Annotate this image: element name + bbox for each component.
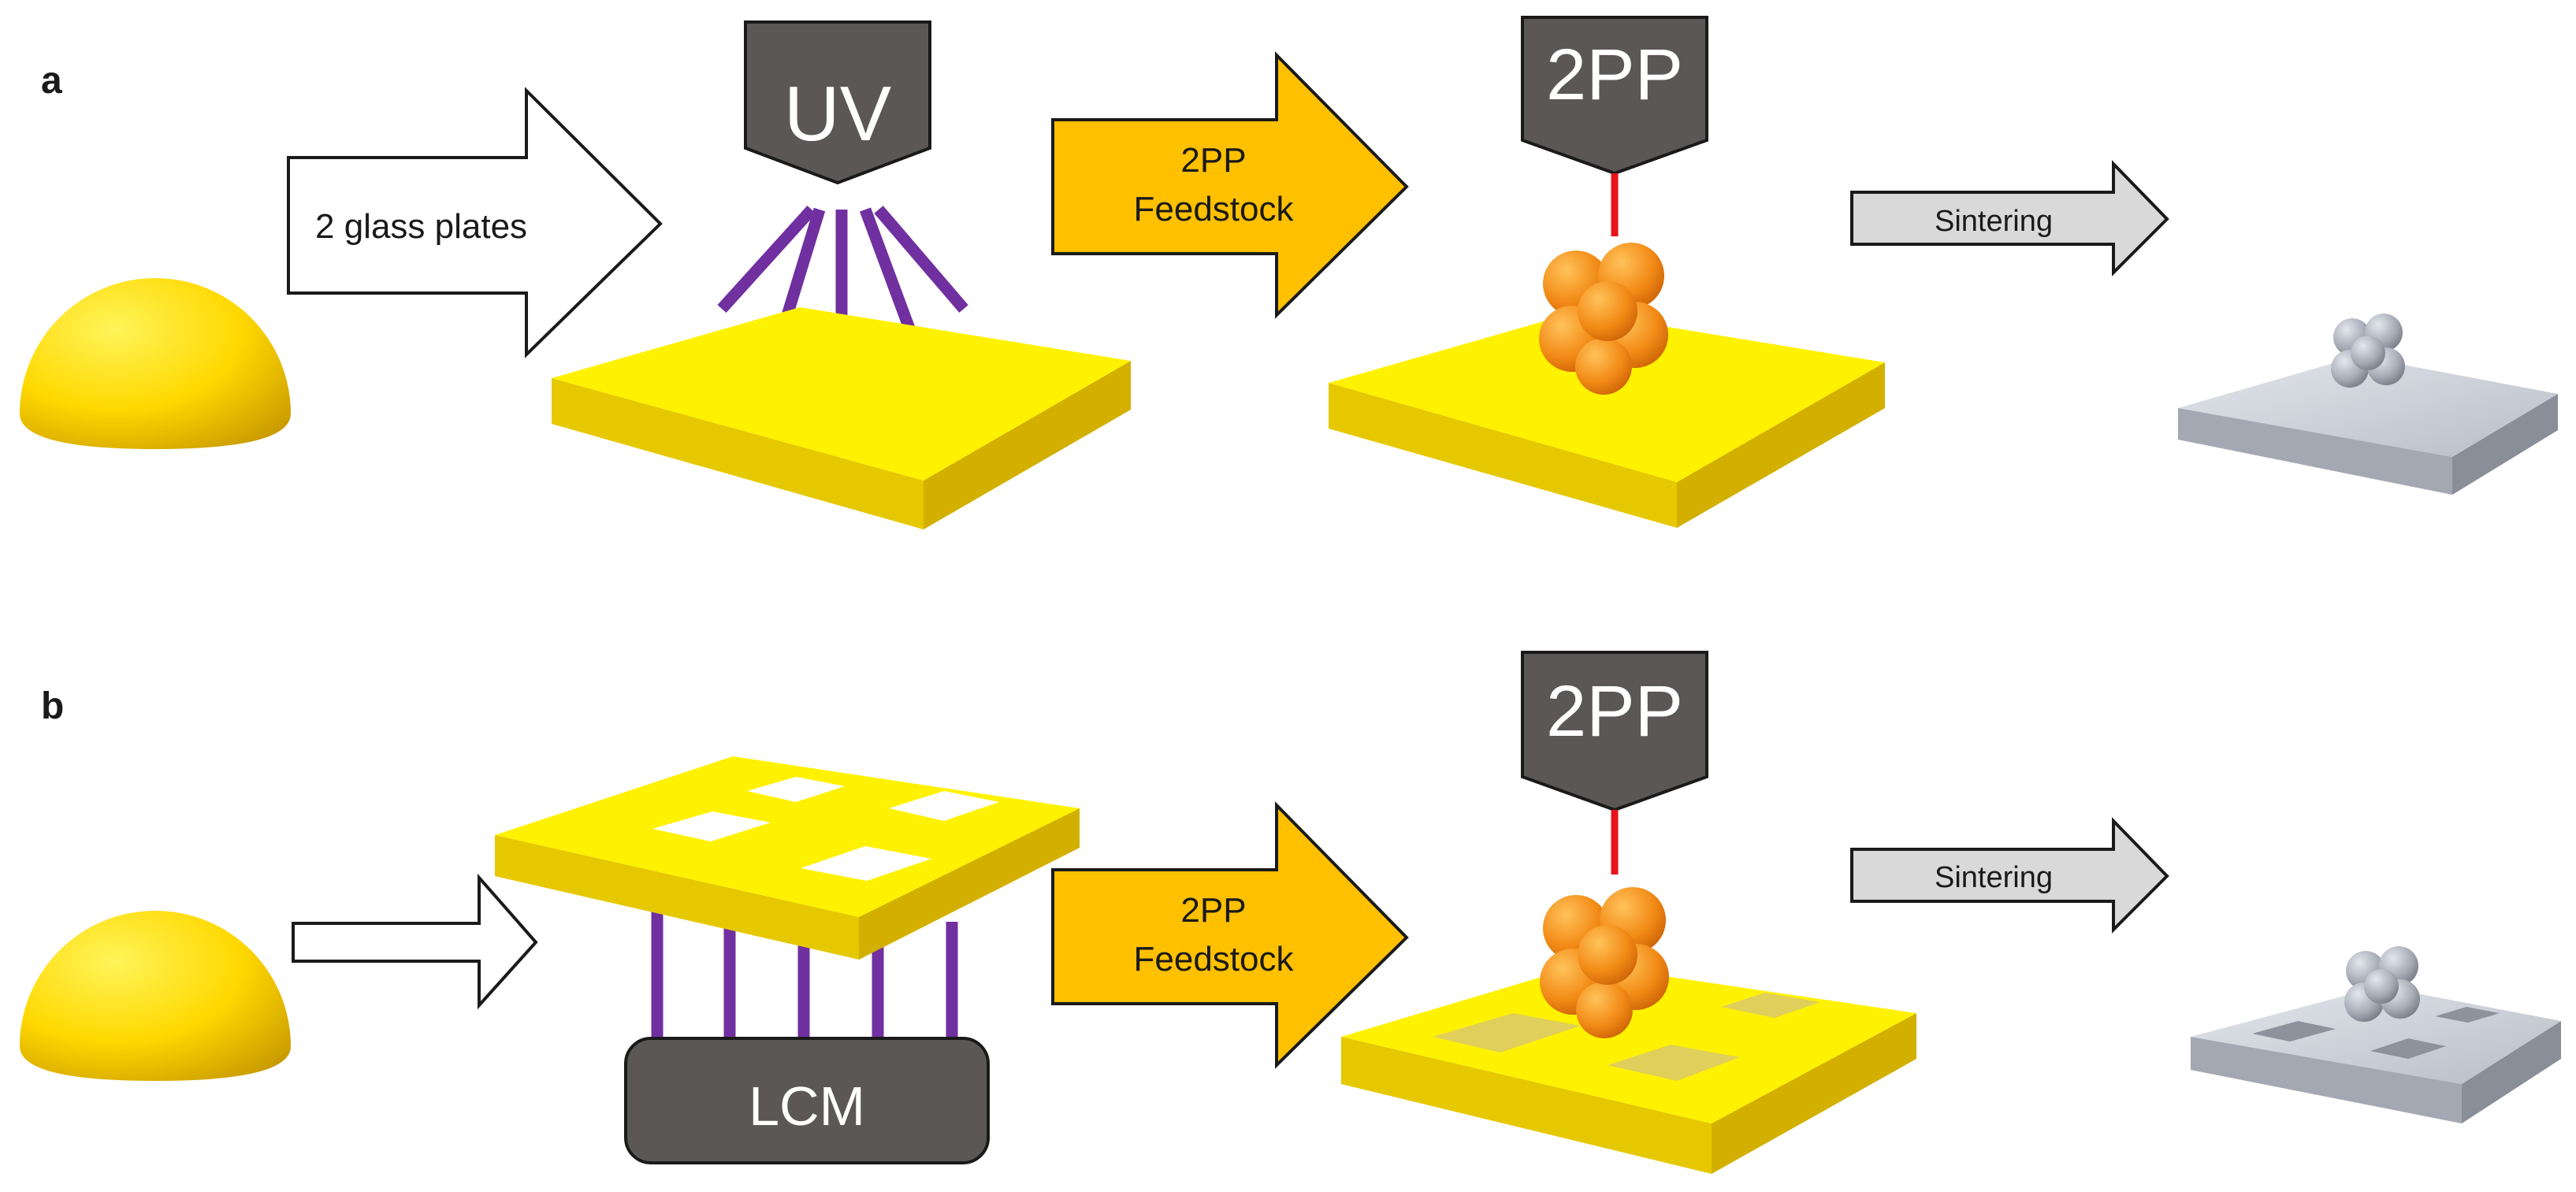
panel-b-lcm-block: LCM (624, 1037, 990, 1164)
panel-a-uv-rays (717, 205, 968, 366)
panel-a-feedstock-dome (20, 278, 291, 449)
panel-a-feedstock-label-line2: Feedstock (1134, 190, 1295, 228)
panel-a-sintering-label: Sintering (1935, 205, 2053, 238)
panel-a-uv-label: UV (784, 70, 891, 157)
panel-b-feedstock-label-line1: 2PP (1180, 891, 1246, 930)
panel-b-feedstock-label-line2: Feedstock (1134, 940, 1295, 978)
panel-b-feedstock-arrow: 2PP Feedstock (1051, 801, 1409, 1069)
panel-b-sintering-arrow: Sintering (1850, 817, 2169, 934)
panel-a-glass-plates-arrow: 2 glass plates (287, 87, 663, 358)
panel-a: a 2 glass plates UV (20, 16, 2558, 529)
panel-b-print-slab (1341, 964, 1916, 1174)
panel-b-lcm-plate (495, 756, 1080, 960)
panel-a-uv-lamp: UV (744, 20, 931, 185)
panel-b-sintered-part (2344, 946, 2420, 1022)
panel-a-yellow-slab (552, 307, 1131, 529)
panel-a-feedstock-arrow: 2PP Feedstock (1051, 51, 1409, 319)
panel-b: b LCM (20, 651, 2561, 1174)
panel-b-printed-part (1540, 887, 1669, 1038)
panel-a-letter: a (41, 60, 62, 102)
panel-b-2pp-label: 2PP (1546, 671, 1683, 752)
panel-a-2pp-head: 2PP (1521, 16, 1708, 236)
panel-a-feedstock-label-line1: 2PP (1180, 141, 1246, 180)
panel-b-feedstock-dome (20, 911, 291, 1081)
panel-b-letter: b (41, 685, 64, 727)
panel-b-lcm-label: LCM (749, 1075, 865, 1137)
panel-a-2pp-label: 2PP (1546, 35, 1683, 115)
panel-a-glass-plates-label: 2 glass plates (315, 207, 527, 246)
panel-a-print-slab (1329, 312, 1885, 528)
panel-b-sintered-slab (2191, 986, 2561, 1123)
panel-a-printed-part (1539, 243, 1668, 395)
panel-a-sintered-slab (2178, 356, 2558, 495)
panel-b-2pp-head: 2PP (1521, 651, 1708, 875)
panel-b-sintering-label: Sintering (1935, 861, 2053, 894)
panel-a-sintered-part (2331, 314, 2405, 388)
panel-b-white-arrow (292, 873, 538, 1010)
panel-a-sintering-arrow: Sintering (1850, 160, 2169, 277)
